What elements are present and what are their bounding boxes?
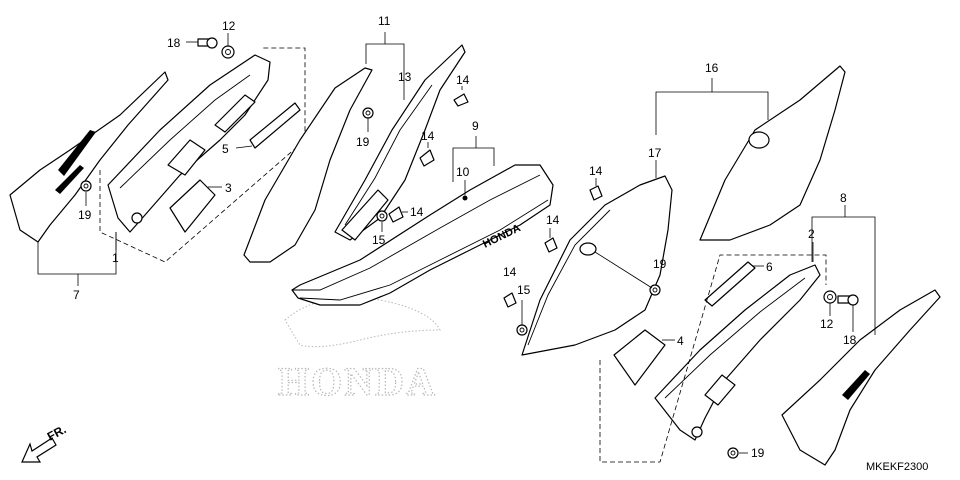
left-side-cover-mark <box>55 165 84 194</box>
part-14-clip-shroud-b <box>419 149 435 167</box>
wing-logo-icon <box>284 297 441 348</box>
callout-18-left: 18 <box>167 36 181 50</box>
part-14-clip-shroud-c <box>388 206 404 223</box>
right-side-frame <box>654 264 821 441</box>
bracket-9 <box>452 147 495 182</box>
left-side-cover-stripe <box>58 130 96 176</box>
seat <box>291 164 554 306</box>
callout-18-right: 18 <box>843 333 857 347</box>
callout-15-right: 15 <box>517 283 531 297</box>
part-15-washer-shroud <box>376 210 388 222</box>
left-side-cover-group <box>9 33 306 286</box>
callout-12-left: 12 <box>222 19 236 33</box>
callout-17: 17 <box>648 146 662 160</box>
callout-14-e: 14 <box>546 213 560 227</box>
callout-14-c: 14 <box>410 205 424 219</box>
watermark-text: HONDA <box>278 359 437 404</box>
seat-edge <box>292 174 541 291</box>
callout-9: 9 <box>472 119 479 133</box>
callout-1: 1 <box>112 251 119 265</box>
right-side-frame-inner <box>664 277 806 399</box>
callout-14-a: 14 <box>456 73 470 87</box>
part-19-bolt-left <box>80 180 92 192</box>
shroud-inner-bracket <box>341 189 389 241</box>
right-side-cover-group <box>599 205 941 466</box>
part-14-clip-right-a <box>589 185 603 201</box>
part-13-shroud-inner <box>334 44 466 241</box>
bracket-16 <box>655 91 769 135</box>
callout-6: 6 <box>766 260 773 274</box>
part-6-rubber <box>704 261 756 307</box>
part-19-bolt-shroud <box>362 107 374 119</box>
callout-13: 13 <box>398 70 412 84</box>
callout-8: 8 <box>840 191 847 205</box>
seat-hook <box>462 195 468 201</box>
part-18-bolt-right <box>837 294 859 306</box>
callout-14-f: 14 <box>503 265 517 279</box>
right-side-cover-stripe <box>842 370 870 400</box>
bracket-7 <box>37 232 117 275</box>
part-14-clip-right-b <box>544 237 558 253</box>
part-5-rubber <box>249 102 301 149</box>
diagram-code: MKEKF2300 <box>866 461 928 473</box>
callout-2: 2 <box>808 227 815 241</box>
left-group-boundary <box>99 47 306 263</box>
callout-4: 4 <box>677 334 684 348</box>
leader-5 <box>235 145 253 149</box>
left-side-frame-inner <box>119 74 251 189</box>
part-19-bolt-right <box>727 447 739 459</box>
part-14-clip-right-c <box>503 292 517 308</box>
shroud-inner-edge <box>527 209 611 346</box>
callout-19-right: 19 <box>751 446 765 460</box>
callout-16: 16 <box>705 61 719 75</box>
callout-11: 11 <box>378 14 391 28</box>
part-18-bolt-left <box>197 37 218 49</box>
part-15-washer-right <box>516 324 528 336</box>
callout-3: 3 <box>225 181 232 195</box>
right-group-boundary <box>599 254 827 463</box>
callout-7: 7 <box>73 288 80 302</box>
callout-5: 5 <box>222 142 229 156</box>
callout-10: 10 <box>456 165 470 179</box>
front-arrow-icon <box>21 437 57 463</box>
seat-base <box>299 199 549 301</box>
part-14-clip-shroud-a <box>453 93 469 107</box>
callout-15-shroud: 15 <box>372 233 386 247</box>
right-shroud-group <box>503 65 846 356</box>
shroud-inner-rib <box>344 84 433 226</box>
shroud-hole <box>748 131 770 149</box>
left-shroud-outer <box>243 67 373 263</box>
front-direction-marker: FR. <box>21 422 68 463</box>
honda-watermark: HONDA <box>277 297 441 405</box>
callout-19-left: 19 <box>78 208 92 222</box>
left-frame-grommet <box>131 212 143 224</box>
callout-19-shroud: 19 <box>356 135 370 149</box>
callout-14-d: 14 <box>589 164 603 178</box>
part-3-cushion <box>169 179 216 233</box>
leader-19-right-shroud <box>594 251 653 289</box>
part-19-bolt-right-shroud <box>649 284 661 296</box>
left-side-frame-slot <box>214 94 256 133</box>
callout-14-b: 14 <box>421 129 435 143</box>
left-shroud-group <box>243 32 469 263</box>
right-frame-grommet <box>691 426 703 438</box>
left-side-frame-window <box>167 139 206 176</box>
shroud-inner-hole <box>579 242 597 256</box>
part-4-cushion <box>613 329 666 386</box>
callout-12-right: 12 <box>820 317 834 331</box>
right-side-frame-window <box>704 374 736 406</box>
bracket-8 <box>811 216 876 335</box>
callout-19-right-shroud: 19 <box>653 257 667 271</box>
part-12-washer-right <box>823 290 837 304</box>
part-12-washer-left <box>221 45 235 59</box>
part-17-shroud-inner <box>521 175 673 356</box>
